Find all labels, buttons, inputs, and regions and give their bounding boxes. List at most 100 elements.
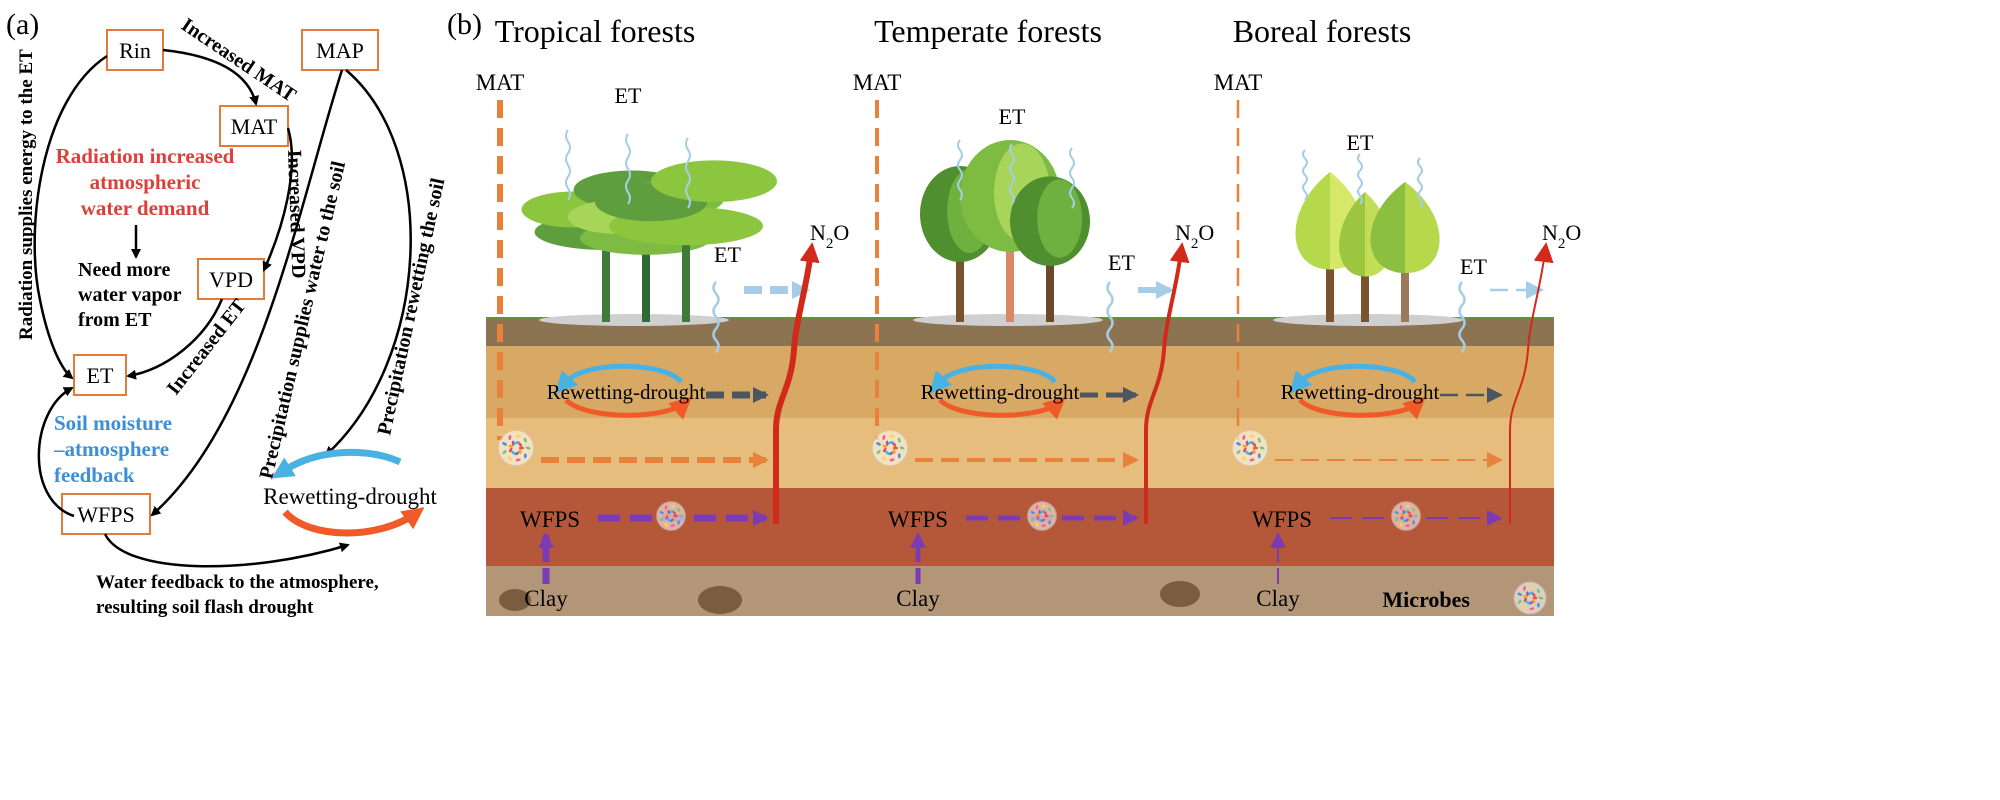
feedback-text-1: Soil moisture — [54, 411, 172, 435]
forest-3-et-squiggle — [1458, 281, 1466, 353]
a-rewetting-red-arc — [282, 507, 425, 537]
forest-2-n2o-line — [1144, 242, 1190, 524]
forest-1-n2o-line — [773, 242, 820, 524]
forest-1-clay-label: Clay — [524, 586, 568, 611]
forest-1-red-arc — [564, 396, 692, 420]
bottom-text-2: resulting soil flash drought — [96, 597, 314, 618]
forest-2-blue-arc — [929, 363, 1057, 394]
box-wfps-label: WFPS — [77, 502, 134, 527]
forest-2-microbes-wfps — [1027, 501, 1057, 531]
soil-layer-middle — [486, 418, 1554, 488]
rock-2 — [1160, 581, 1200, 607]
forest-3-vapor-1 — [1302, 149, 1308, 201]
forest-2-vapor-3 — [1069, 147, 1075, 209]
label-increased-vpd: Increased VPD — [283, 149, 309, 278]
label-precip-rewetting: Precipitation rewetting the soil — [373, 176, 449, 437]
box-map-label: MAP — [316, 38, 364, 63]
box-vpd: VPD — [197, 258, 265, 300]
forest-2-rewetting-label: Rewetting-drought — [921, 380, 1080, 404]
radiation-text-1: Radiation increased — [56, 144, 235, 168]
forest-3: Boreal forestsMATETETN2ORewetting-drough… — [1214, 13, 1582, 611]
need-text-2: water vapor — [78, 284, 182, 306]
forest-2: Temperate forestsMATETETN2ORewetting-dro… — [853, 13, 1215, 611]
forest-3-et-top: ET — [1347, 130, 1374, 155]
forest-3-red-arc — [1298, 396, 1426, 420]
label-increased-mat: Increased MAT — [177, 14, 300, 107]
soil-layer-upper — [486, 346, 1554, 418]
microbes-label: Microbes — [1382, 587, 1470, 612]
label-radiation-supplies: Radiation supplies energy to the ET — [16, 49, 37, 340]
forest-1-trees — [521, 160, 777, 326]
forest-1-blue-arc — [555, 363, 683, 394]
forest-1-mat-label: MAT — [476, 70, 525, 95]
arrow-wfps-rewetting — [103, 533, 350, 568]
bottom-text-1: Water feedback to the atmosphere, — [96, 572, 379, 593]
arrow-wfps-et — [37, 386, 75, 518]
forest-3-microbes-wfps — [1391, 501, 1421, 531]
a-rewetting-label: Rewetting-drought — [263, 484, 437, 509]
forest-2-title: Temperate forests — [874, 13, 1102, 49]
arrow-map-rewetting — [324, 69, 412, 457]
arrow-mat-vpd — [262, 127, 294, 272]
forest-1-et-side: ET — [714, 242, 741, 267]
panel-b-label: (b) — [447, 8, 482, 41]
arrow-map-wfps — [150, 69, 344, 517]
forest-1-microbes-wfps — [656, 501, 686, 531]
forest-1-wfps-label: WFPS — [520, 507, 580, 532]
forest-2-vapor-1 — [957, 139, 963, 201]
panel-a: (a) Rin MAP MAT VPD ET WFPS — [6, 8, 449, 618]
forest-2-wfps-label: WFPS — [888, 507, 948, 532]
forest-3-mat-label: MAT — [1214, 70, 1263, 95]
box-vpd-label: VPD — [209, 267, 253, 292]
forest-1-et-top: ET — [615, 83, 642, 108]
label-increased-et: Increased ET — [163, 295, 251, 399]
forest-3-rewetting-label: Rewetting-drought — [1281, 380, 1440, 404]
arrow-vpd-et — [126, 298, 224, 380]
forest-3-microbes — [1231, 429, 1269, 467]
box-wfps: WFPS — [61, 493, 151, 535]
forest-3-title: Boreal forests — [1233, 13, 1412, 49]
forest-1-n2o-label: N2O — [810, 220, 849, 252]
soil-layer-red — [486, 488, 1554, 566]
forest-1-microbes — [497, 429, 535, 467]
panel-a-label: (a) — [6, 8, 39, 41]
forest-2-vapor-2 — [1009, 143, 1015, 205]
forest-1-vapor-3 — [685, 137, 691, 209]
a-rewetting-blue-arc — [271, 448, 402, 479]
forest-1-vapor-1 — [565, 129, 571, 201]
forest-1-et-squiggle — [712, 281, 720, 353]
radiation-text-3: water demand — [81, 196, 210, 220]
forest-2-et-squiggle — [1106, 281, 1114, 353]
forest-1-vapor-2 — [625, 133, 631, 205]
forest-2-mat-label: MAT — [853, 70, 902, 95]
forest-1-title: Tropical forests — [495, 13, 696, 49]
arrow-rin-et — [33, 54, 108, 380]
forest-2-et-top: ET — [999, 104, 1026, 129]
forest-3-wfps-label: WFPS — [1252, 507, 1312, 532]
forest-2-trees — [913, 140, 1103, 326]
forest-2-microbes — [871, 429, 909, 467]
forest-3-blue-arc — [1289, 363, 1417, 394]
microbes-legend-icon — [1513, 581, 1547, 615]
need-text-3: from ET — [78, 309, 152, 331]
arrow-rin-mat — [162, 48, 260, 106]
need-text-1: Need more — [78, 259, 170, 281]
feedback-text-2: –atmosphere — [53, 437, 169, 461]
box-et-label: ET — [87, 363, 114, 388]
forest-2-n2o-label: N2O — [1175, 220, 1214, 252]
box-mat-label: MAT — [231, 114, 278, 139]
forest-3-trees — [1273, 172, 1463, 326]
forest-1-rewetting-label: Rewetting-drought — [547, 380, 706, 404]
forest-3-n2o-line — [1509, 242, 1554, 524]
box-mat: MAT — [219, 105, 289, 147]
forest-3-et-side: ET — [1460, 254, 1487, 279]
forest-3-vapor-3 — [1417, 157, 1423, 209]
rock-3 — [499, 589, 531, 611]
rock-1 — [698, 586, 742, 614]
forest-3-clay-label: Clay — [1256, 586, 1300, 611]
box-rin: Rin — [106, 29, 164, 71]
